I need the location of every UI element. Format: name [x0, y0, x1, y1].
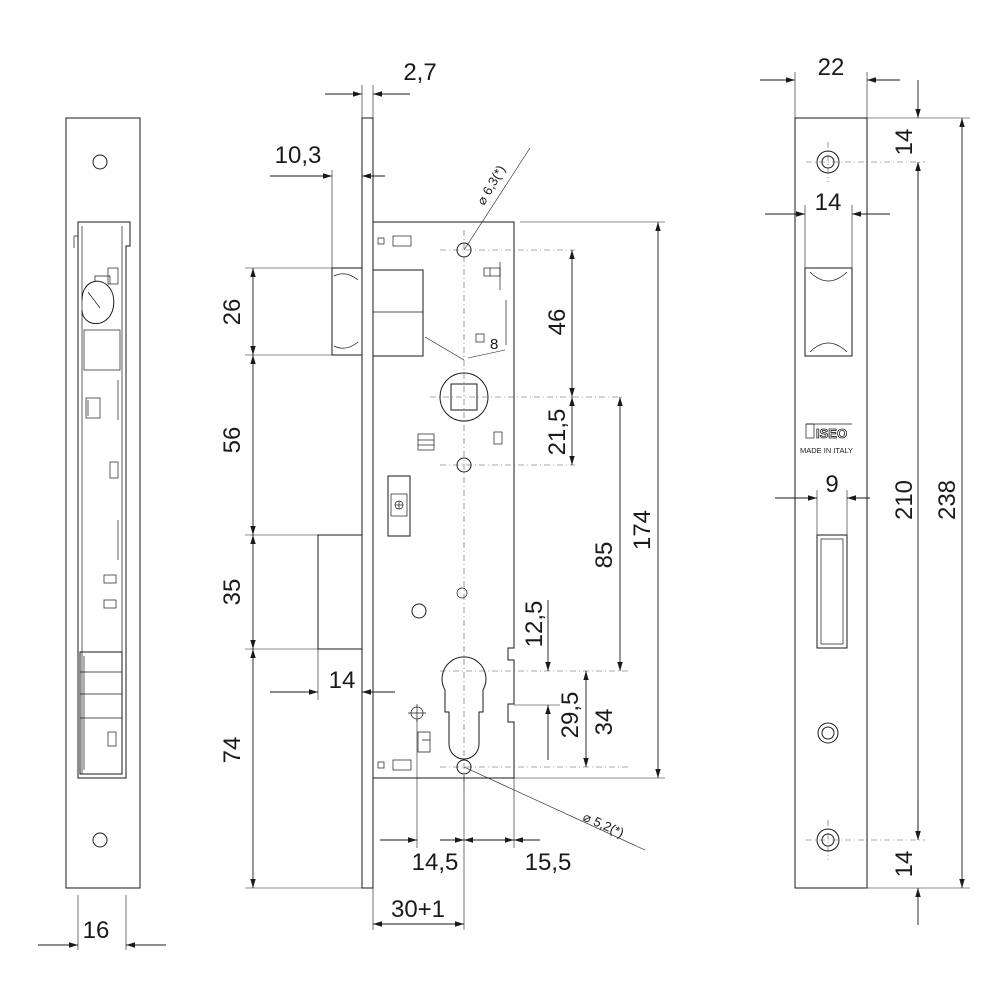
dim-case-height: 174 [629, 510, 656, 550]
dim-top-hole-offset: 14 [891, 129, 918, 156]
dim-cylinder-to-front: 14,5 [412, 849, 459, 876]
brand-logo: ISEO [816, 426, 847, 441]
dim-latch-opening-width: 14 [815, 189, 842, 216]
dim-bolt-height: 35 [219, 579, 246, 606]
dim-plate-height: 238 [934, 480, 961, 520]
latch-body [372, 269, 424, 357]
dim-cylinder-lower: 29,5 [557, 692, 584, 739]
side-faceplate [65, 117, 141, 889]
side-latch-cam [81, 280, 115, 325]
dim-spindle-square: 8 [490, 336, 498, 353]
dim-faceplate-width: 16 [83, 917, 110, 944]
case-slot-bottom [392, 759, 412, 771]
faceplate-outline [794, 117, 868, 889]
dim-backset: 30+1 [391, 896, 445, 923]
dim-top-screw-dia: ⌀ 6,3(*) [474, 163, 509, 208]
side-view: 16 [38, 117, 166, 950]
dim-bolt-projection: 14 [329, 667, 356, 694]
square-symbol [475, 333, 485, 343]
dim-cylinder-to-back: 15,5 [525, 849, 572, 876]
dim-cylinder-upper: 12,5 [521, 601, 548, 648]
bottom-screw-hole [456, 759, 472, 775]
side-case [77, 221, 131, 779]
case-pin-hole [411, 603, 427, 619]
lock-case [372, 221, 515, 779]
dim-hole-spacing: 210 [891, 480, 918, 520]
dim-plate-width: 22 [818, 54, 845, 81]
case-slot-right [483, 267, 501, 277]
faceplate-view: ISEO MADE IN ITALY 22 14 9 [760, 54, 970, 925]
dim-spindle-to-hole: 21,5 [544, 409, 571, 456]
front-faceplate [361, 117, 374, 889]
faceplate-bolt-opening [816, 534, 848, 649]
euro-cylinder-cutout [441, 656, 487, 760]
dim-latch-projection: 10,3 [275, 142, 322, 169]
latch-bolt [331, 267, 363, 356]
case-slot-top [392, 235, 412, 247]
dim-latch-height: 26 [219, 299, 246, 326]
dim-faceplate-thickness: 2,7 [403, 59, 436, 86]
ratchet-block [417, 433, 435, 451]
dim-spindle-to-cylinder: 85 [591, 542, 618, 569]
switch-slot [387, 475, 411, 537]
dim-bolt-opening-width: 9 [825, 471, 838, 498]
spindle-square [450, 383, 478, 411]
dim-cylinder-to-hole: 34 [591, 709, 618, 736]
dim-bottom-screw-dia: ⌀ 5,2(*) [581, 809, 627, 840]
side-top-screw-hole [92, 154, 108, 170]
side-bolt-block [79, 651, 123, 775]
made-in-label: MADE IN ITALY [800, 446, 853, 455]
side-bottom-screw-hole [92, 832, 108, 848]
dead-bolt [317, 534, 363, 650]
dim-bottom-hole-offset: 14 [891, 851, 918, 878]
dim-latch-to-bolt: 56 [219, 427, 246, 454]
dim-bolt-to-bottom: 74 [219, 737, 246, 764]
faceplate-cylinder-hole [817, 722, 839, 744]
front-view: 8 ⌀ 6,3(*) ⌀ 5,2(*) [219, 59, 665, 930]
dim-top-to-spindle: 46 [544, 309, 571, 336]
faceplate-latch-opening [804, 267, 853, 357]
